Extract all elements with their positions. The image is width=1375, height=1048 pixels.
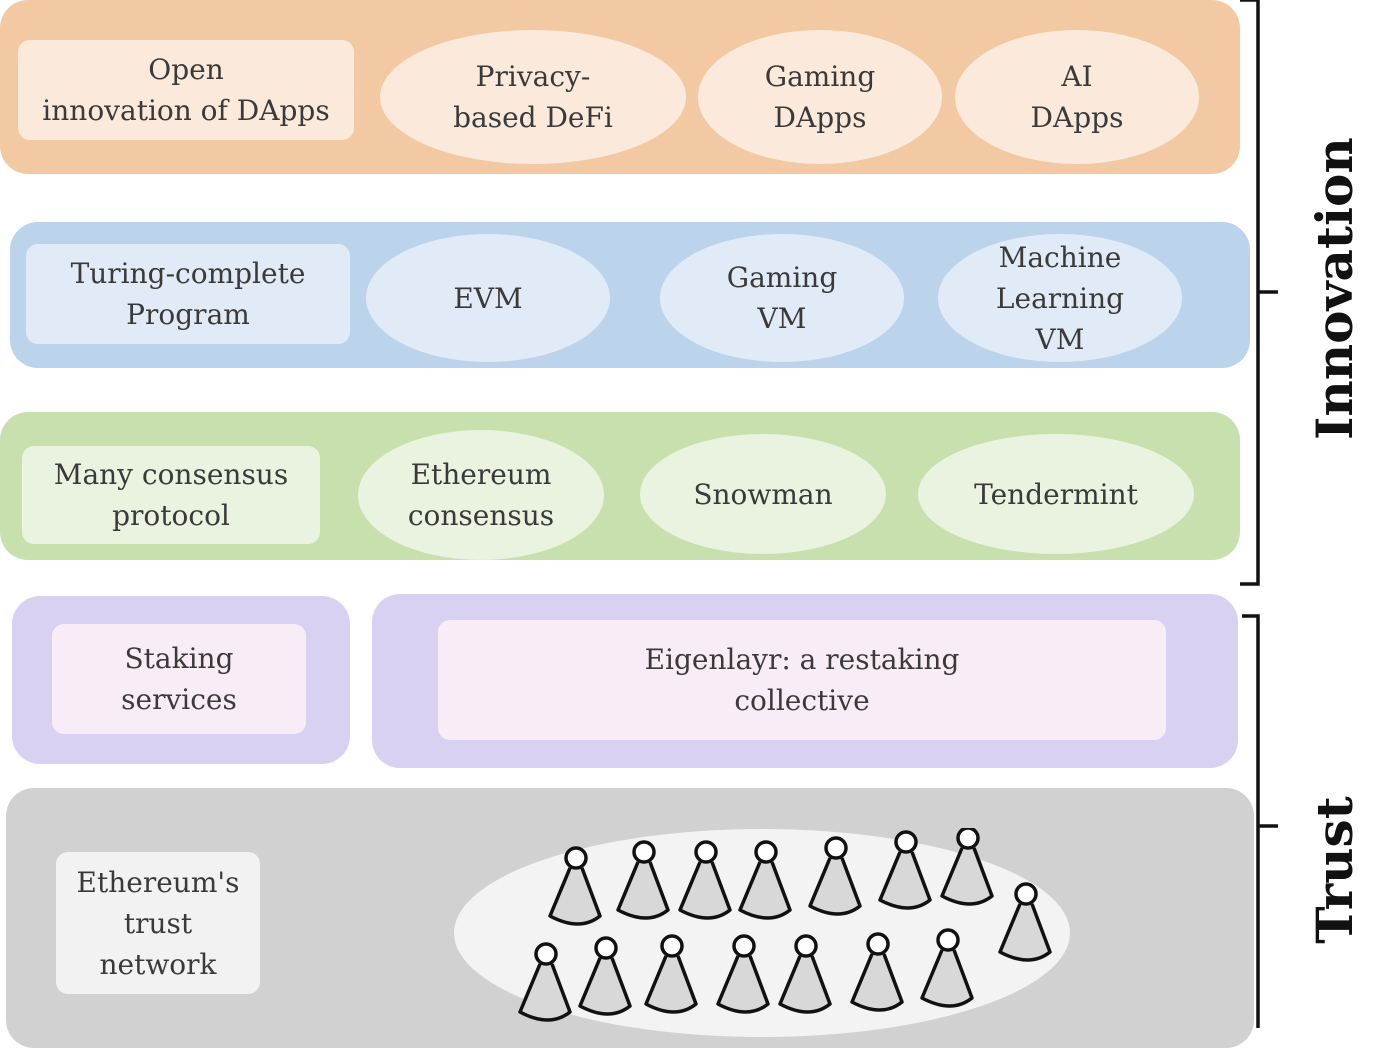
person-icon: [518, 942, 572, 1022]
validators-cloud: [454, 828, 1070, 1037]
vm-layer: Turing-complete Program EVM Gaming VM Ma…: [10, 222, 1250, 368]
tendermint-ellipse: Tendermint: [918, 434, 1194, 554]
staking-layer: Staking services: [12, 596, 350, 764]
person-icon: [548, 846, 602, 926]
evm-ellipse: EVM: [366, 234, 610, 362]
person-icon: [578, 936, 632, 1016]
person-icon: [878, 830, 932, 910]
person-icon: [716, 934, 770, 1014]
staking-services-box: Staking services: [52, 624, 306, 734]
consensus-layer: Many consensus protocol Ethereum consens…: [0, 412, 1240, 560]
trust-label: Trust: [1305, 796, 1364, 944]
person-icon: [738, 840, 792, 920]
person-icon: [644, 934, 698, 1014]
ethereum-consensus-ellipse: Ethereum consensus: [358, 430, 604, 560]
person-icon: [920, 928, 974, 1008]
ai-dapps-ellipse: AI DApps: [955, 30, 1199, 164]
trust-layer: Ethereum's trust network: [6, 788, 1254, 1048]
innovation-bracket-icon: [1240, 0, 1278, 586]
open-innovation-box: Open innovation of DApps: [18, 40, 354, 140]
turing-complete-box: Turing-complete Program: [26, 244, 350, 344]
person-icon: [778, 934, 832, 1014]
trust-network-box: Ethereum's trust network: [56, 852, 260, 994]
dapps-layer: Open innovation of DApps Privacy- based …: [0, 0, 1240, 174]
gaming-dapps-ellipse: Gaming DApps: [698, 30, 942, 164]
eigenlayr-box: Eigenlayr: a restaking collective: [438, 620, 1166, 740]
trust-bracket-icon: [1242, 614, 1278, 1028]
many-consensus-box: Many consensus protocol: [22, 446, 320, 544]
person-icon: [940, 828, 994, 906]
innovation-label: Innovation: [1305, 137, 1364, 440]
person-icon: [850, 932, 904, 1012]
person-icon: [678, 840, 732, 920]
ml-vm-ellipse: Machine Learning VM: [938, 234, 1182, 362]
person-icon: [998, 882, 1052, 962]
brackets: [1240, 0, 1278, 1028]
snowman-ellipse: Snowman: [640, 434, 886, 554]
eigenlayr-layer: Eigenlayr: a restaking collective: [372, 594, 1238, 768]
privacy-defi-ellipse: Privacy- based DeFi: [380, 30, 686, 164]
person-icon: [616, 840, 670, 920]
gaming-vm-ellipse: Gaming VM: [660, 234, 904, 362]
person-icon: [808, 836, 862, 916]
